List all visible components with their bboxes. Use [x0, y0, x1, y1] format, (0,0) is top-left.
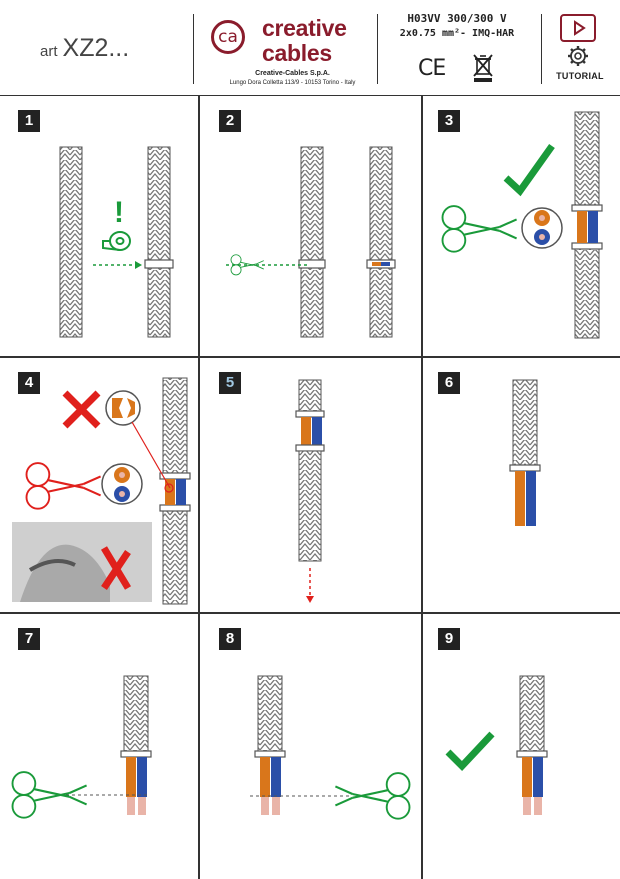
logo-word-top: creative — [262, 15, 347, 41]
wrong-icon — [62, 390, 101, 429]
header-divider — [193, 14, 194, 84]
scissors-icon — [25, 462, 102, 510]
step-3-illustration — [441, 111, 603, 339]
company-name: Creative-Cables S.p.A. — [255, 70, 330, 77]
grid-divider — [0, 612, 620, 614]
check-icon — [445, 731, 495, 772]
article-number: XZ2... — [62, 34, 130, 62]
cable-spec-section: 2x0.75 mm²- IMQ-HAR — [399, 28, 515, 39]
logo-mark: ca — [211, 20, 245, 54]
scissors-icon — [11, 771, 88, 819]
tape-wrap — [144, 259, 174, 269]
step-4-illustration — [12, 377, 191, 605]
step-number-3: 3 — [438, 110, 460, 132]
tape-roll-icon — [102, 231, 131, 251]
step-number-8: 8 — [219, 628, 241, 650]
step-number-1: 1 — [18, 110, 40, 132]
cable — [59, 146, 83, 338]
attention-icon: ! — [114, 196, 124, 229]
step-9-illustration — [445, 675, 548, 815]
step-number-6: 6 — [438, 372, 460, 394]
step-number-4: 4 — [18, 372, 40, 394]
step-number-7: 7 — [18, 628, 40, 650]
header-divider — [541, 14, 542, 84]
grid-divider — [198, 95, 200, 879]
crossed-bin-icon — [473, 54, 493, 82]
cable — [147, 146, 171, 338]
step-6-illustration — [509, 379, 541, 526]
logo-mark-text: ca — [218, 27, 238, 47]
company-address: Lungo Dora Colletta 113/9 - 10153 Torino… — [229, 80, 356, 86]
step-1-illustration: ! — [59, 146, 174, 338]
tutorial-label[interactable]: TUTORIAL — [556, 71, 604, 81]
article-prefix: art — [40, 43, 58, 60]
cable — [369, 146, 393, 338]
header-divider — [377, 14, 378, 84]
tutorial-icon[interactable] — [559, 14, 599, 68]
logo-word-bottom: cables — [262, 40, 332, 66]
grid-divider — [0, 356, 620, 358]
ce-mark: CE — [418, 56, 446, 81]
step-number-2: 2 — [219, 110, 241, 132]
step-2-illustration — [226, 146, 396, 338]
step-number-9: 9 — [438, 628, 460, 650]
wire-cross-section — [521, 207, 563, 249]
step-5-illustration — [295, 379, 325, 603]
grid-divider — [421, 95, 423, 879]
step-7-illustration — [11, 675, 152, 819]
scissors-icon — [441, 205, 518, 253]
step-number-5: 5 — [219, 372, 241, 394]
check-icon — [503, 143, 555, 197]
step-8-illustration — [250, 675, 411, 820]
cable-spec-voltage: H03VV 300/300 V — [407, 12, 507, 25]
arrow-head — [135, 261, 142, 269]
cable — [300, 146, 324, 338]
wrong-icon — [100, 546, 132, 590]
